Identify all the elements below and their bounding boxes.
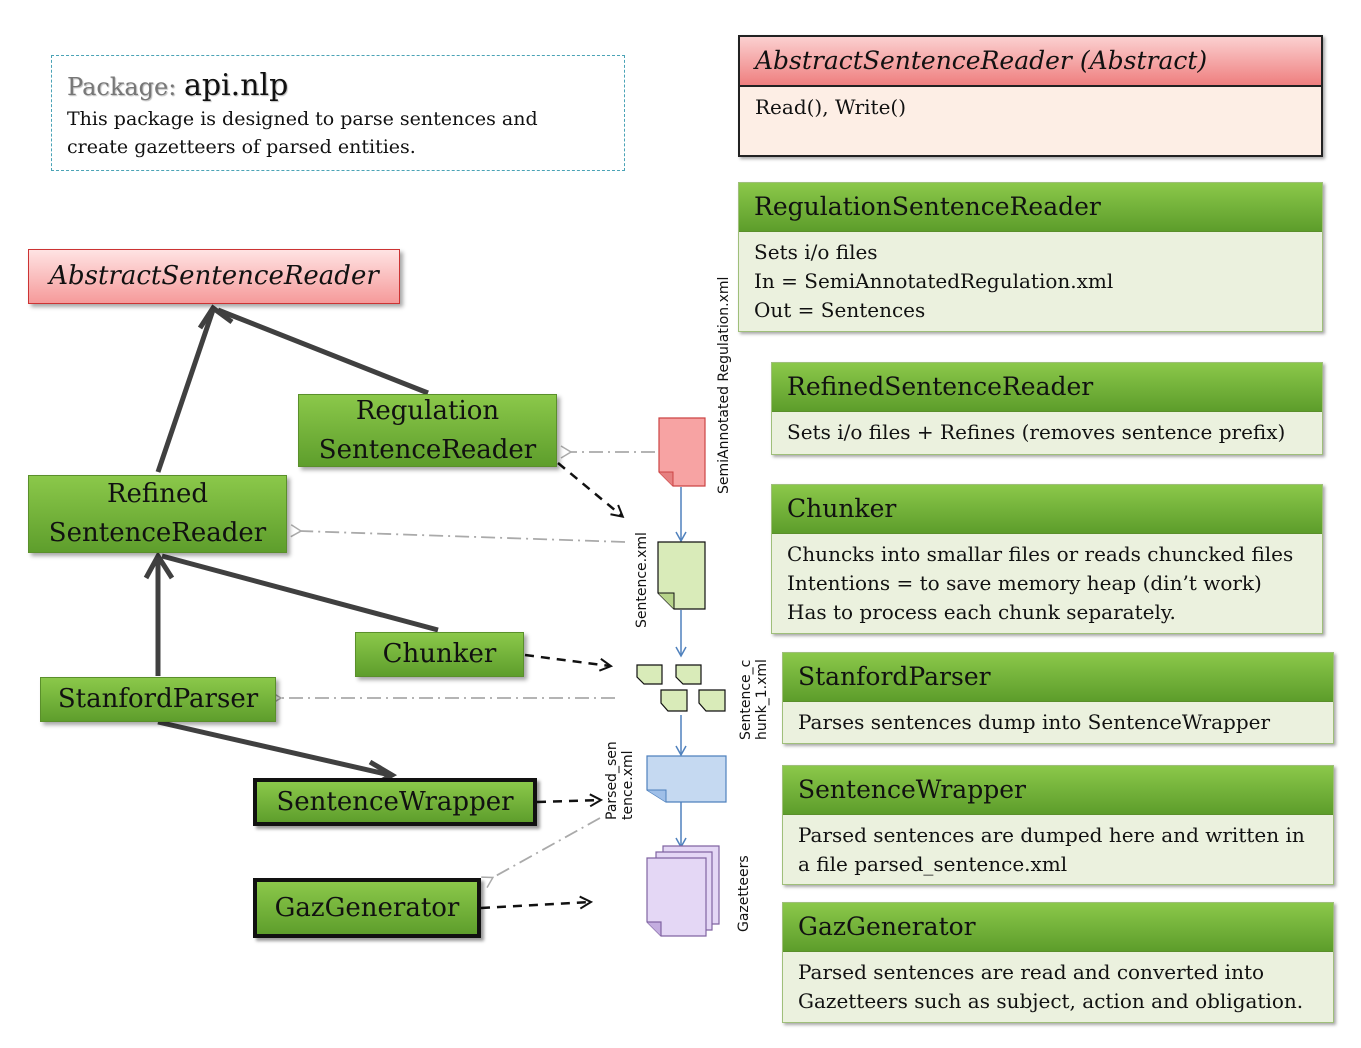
node-regulation-sentence-reader[interactable]: Regulation SentenceReader: [298, 394, 557, 467]
card-stanford-parser: StanfordParser Parses sentences dump int…: [782, 652, 1334, 744]
node-refined-sentence-reader[interactable]: Refined SentenceReader: [28, 475, 287, 553]
card-line: Sets i/o files + Refines (removes senten…: [787, 420, 1286, 444]
arrow-parsed-to-gaz: [481, 817, 601, 888]
node-chunker[interactable]: Chunker: [355, 632, 524, 677]
card-title: AbstractSentenceReader (Abstract): [740, 37, 1321, 87]
card-title: RegulationSentenceReader: [739, 183, 1322, 232]
card-line: Parses sentences dump into SentenceWrapp…: [798, 710, 1271, 734]
card-title: SentenceWrapper: [783, 766, 1333, 815]
card-chunker: Chunker Chuncks into smallar files or re…: [771, 484, 1323, 634]
card-line: Parsed sentences are read and converted …: [798, 960, 1265, 984]
card-title: StanfordParser: [783, 653, 1333, 702]
arrow-sentence-to-refined: [290, 524, 626, 543]
node-refined-sentence-reader-label: Refined SentenceReader: [48, 479, 267, 548]
card-abstract-sentence-reader: AbstractSentenceReader (Abstract) Read()…: [738, 35, 1323, 157]
node-sentence-wrapper-label: SentenceWrapper: [276, 786, 514, 817]
node-stanford-parser-label: StanfordParser: [57, 684, 259, 714]
arrow-wrapper-to-parsed: [536, 800, 600, 802]
package-box: Package: api.nlp This package is designe…: [51, 55, 625, 171]
file-parsed-sentence-icon: [646, 755, 727, 803]
file-label-semi-annotated: SemiAnnotated Regulation.xml: [716, 276, 732, 494]
file-chunks-icon: [636, 664, 726, 712]
card-title: GazGenerator: [783, 903, 1333, 952]
card-title: RefinedSentenceReader: [772, 363, 1322, 412]
input-arrows: [270, 445, 655, 888]
arrowhead-refined-1: [143, 551, 175, 580]
package-name: api.nlp: [183, 68, 289, 103]
arrowhead-abstract-1: [197, 304, 234, 330]
card-sentence-wrapper: SentenceWrapper Parsed sentences are dum…: [782, 765, 1334, 885]
node-gaz-generator-label: GazGenerator: [274, 892, 460, 923]
file-label-sentence: Sentence.xml: [634, 532, 650, 628]
card-title: Chunker: [772, 485, 1322, 534]
card-line: Has to process each chunk separately.: [787, 600, 1176, 624]
node-abstract-sentence-reader-label: AbstractSentenceReader: [49, 261, 379, 291]
card-line: Parsed sentences are dumped here and wri…: [798, 823, 1305, 847]
card-regulation-sentence-reader: RegulationSentenceReader Sets i/o files …: [738, 182, 1323, 332]
arrow-gaz-to-gazetteers: [480, 902, 590, 908]
file-label-sentence-chunk: Sentence_c hunk_1.xml: [738, 659, 770, 740]
node-stanford-parser[interactable]: StanfordParser: [40, 677, 276, 722]
file-gazetteers-icon: [646, 845, 720, 937]
card-gaz-generator: GazGenerator Parsed sentences are read a…: [782, 902, 1334, 1023]
file-label-gazetteers: Gazetteers: [736, 855, 752, 932]
card-line: Intentions = to save memory heap (din’t …: [787, 571, 1262, 595]
arrow-stanford-to-wrapper: [157, 719, 391, 778]
arrow-chunker-to-refined: [161, 553, 439, 633]
node-regulation-sentence-reader-label: Regulation SentenceReader: [318, 395, 537, 465]
package-label: Package:: [67, 73, 177, 101]
arrow-regulation-to-sentence: [557, 462, 622, 516]
card-line: Chuncks into smallar files or reads chun…: [787, 542, 1294, 566]
node-sentence-wrapper[interactable]: SentenceWrapper: [253, 778, 537, 826]
arrow-chunker-to-chunks: [524, 653, 610, 666]
arrow-regulation-to-abstract: [217, 307, 429, 396]
card-line: Out = Sentences: [754, 298, 926, 322]
output-arrows: [480, 462, 622, 908]
card-line: Sets i/o files: [754, 240, 878, 264]
arrow-refined-to-abstract: [155, 309, 216, 473]
file-label-parsed-sentence: Parsed_sen tence.xml: [604, 741, 636, 820]
file-sentence-icon: [657, 541, 706, 610]
file-semi-annotated-icon: [658, 417, 706, 487]
node-gaz-generator[interactable]: GazGenerator: [253, 878, 481, 938]
card-line: a file parsed_sentence.xml: [798, 852, 1068, 876]
card-line: Gazetteers such as subject, action and o…: [798, 989, 1304, 1013]
node-chunker-label: Chunker: [382, 639, 497, 669]
node-abstract-sentence-reader[interactable]: AbstractSentenceReader: [28, 249, 400, 304]
inheritance-arrows: [143, 304, 439, 789]
package-description: This package is designed to parse senten…: [67, 108, 538, 158]
card-refined-sentence-reader: RefinedSentenceReader Sets i/o files + R…: [771, 362, 1323, 455]
card-line: In = SemiAnnotatedRegulation.xml: [754, 269, 1114, 293]
card-line: Read(), Write(): [755, 95, 907, 119]
